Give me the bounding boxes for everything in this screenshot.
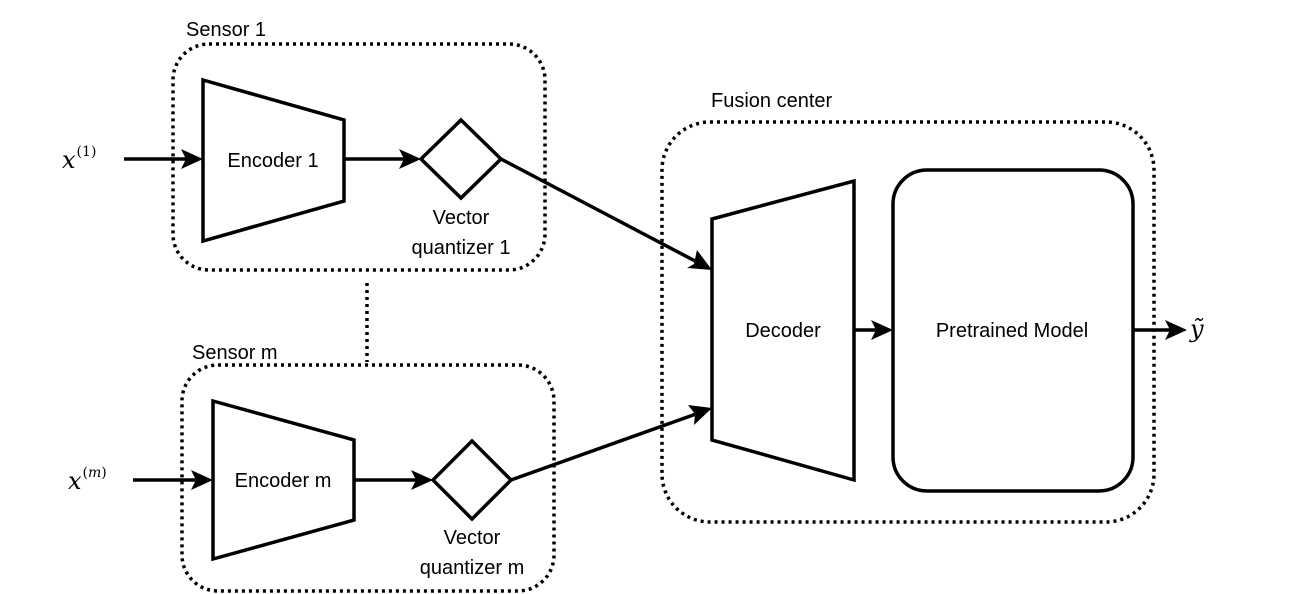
vector-quantizer1-block: [418, 117, 504, 201]
vector-quantizerm-block: [430, 438, 514, 522]
vqm-to-decoder-arrow: [510, 412, 697, 482]
fusion-center-group: [660, 120, 1156, 524]
sensorm-label: Sensor m: [192, 342, 278, 364]
vq1-to-decoder-arrow: [500, 157, 698, 264]
vqm-label-line2: quantizer m: [420, 557, 525, 579]
sensor1-group: [171, 42, 547, 272]
inputm-arrowhead: [191, 470, 213, 490]
vqm-label-line1: Vector: [444, 527, 501, 549]
encoder1-label: Encoder 1: [227, 150, 318, 172]
encoder1-block: [201, 77, 346, 244]
decoder-block: [710, 178, 856, 483]
input1-math-label: x(1): [62, 144, 96, 174]
output-arrowhead: [1165, 320, 1187, 340]
decoder-to-model-arrowhead: [871, 320, 893, 340]
encm-to-vqm-arrowhead: [411, 470, 433, 490]
decoder-label: Decoder: [745, 320, 821, 342]
sensorm-group: [180, 363, 556, 593]
encoderm-label: Encoder m: [235, 470, 332, 492]
sensor1-label: Sensor 1: [186, 19, 266, 41]
inputm-math-label: x(m): [68, 465, 107, 495]
input1-arrowhead: [181, 149, 203, 169]
encoderm-block: [211, 398, 356, 562]
pretrained-model-label: Pretrained Model: [936, 320, 1088, 342]
vq1-label-line2: quantizer 1: [412, 237, 511, 259]
vqm-to-decoder-arrowhead: [688, 405, 712, 425]
fusion-center-label: Fusion center: [711, 90, 833, 112]
output-math-label: ỹ: [1189, 315, 1204, 343]
vq1-label-line1: Vector: [433, 207, 490, 229]
vq1-to-decoder-arrowhead: [687, 250, 712, 270]
enc1-to-vq1-arrowhead: [399, 149, 421, 169]
